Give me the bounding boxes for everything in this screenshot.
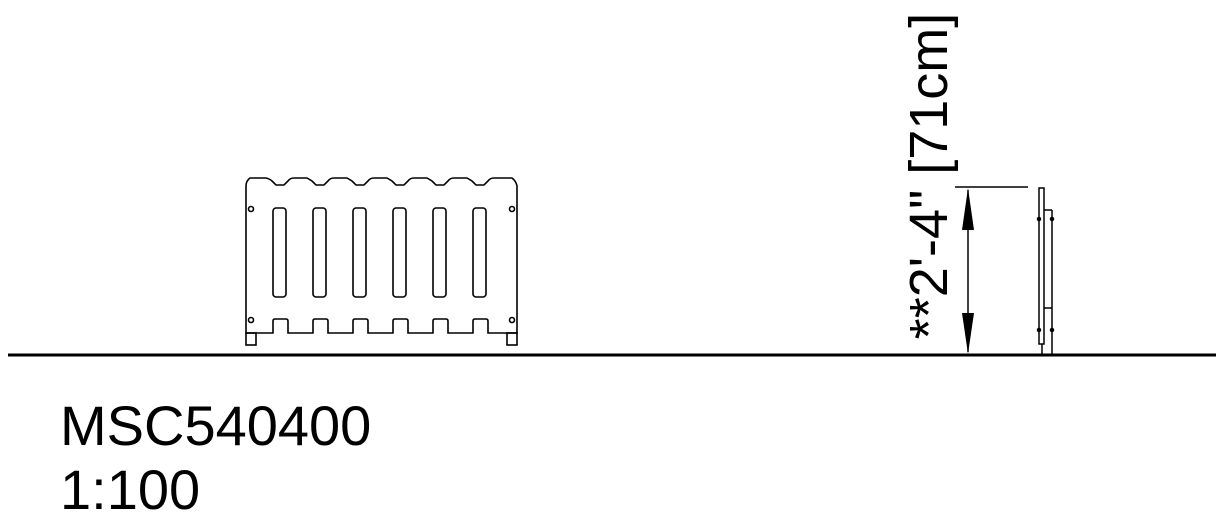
mounting-hole-icon <box>508 316 516 324</box>
panel-slot <box>392 207 407 298</box>
panel-slot <box>312 207 327 298</box>
scale-label: 1:100 <box>60 458 201 521</box>
panel-leg-right <box>506 332 518 346</box>
mounting-hole-icon <box>508 205 516 213</box>
panel-slot <box>472 207 487 298</box>
bolt-icon <box>1036 216 1042 222</box>
mounting-hole-icon <box>247 205 255 213</box>
arrow-up-icon <box>962 188 974 230</box>
side-panel-profile <box>1038 187 1045 345</box>
mounting-hole-icon <box>247 316 255 324</box>
front-elevation-panel <box>245 177 518 346</box>
bolt-icon <box>1049 327 1055 333</box>
panel-leg-left <box>245 332 257 346</box>
panel-outline <box>245 177 518 334</box>
panel-slot <box>352 207 367 298</box>
bolt-icon <box>1049 216 1055 222</box>
model-number-label: MSC540400 <box>60 394 372 457</box>
height-dimension <box>955 186 1028 354</box>
side-elevation <box>1036 187 1055 355</box>
bolt-icon <box>1036 327 1042 333</box>
panel-slot <box>272 207 287 298</box>
panel-slot <box>432 207 447 298</box>
height-dimension-label: **2'-4" [71cm] <box>899 12 959 340</box>
arrow-down-icon <box>962 313 974 354</box>
